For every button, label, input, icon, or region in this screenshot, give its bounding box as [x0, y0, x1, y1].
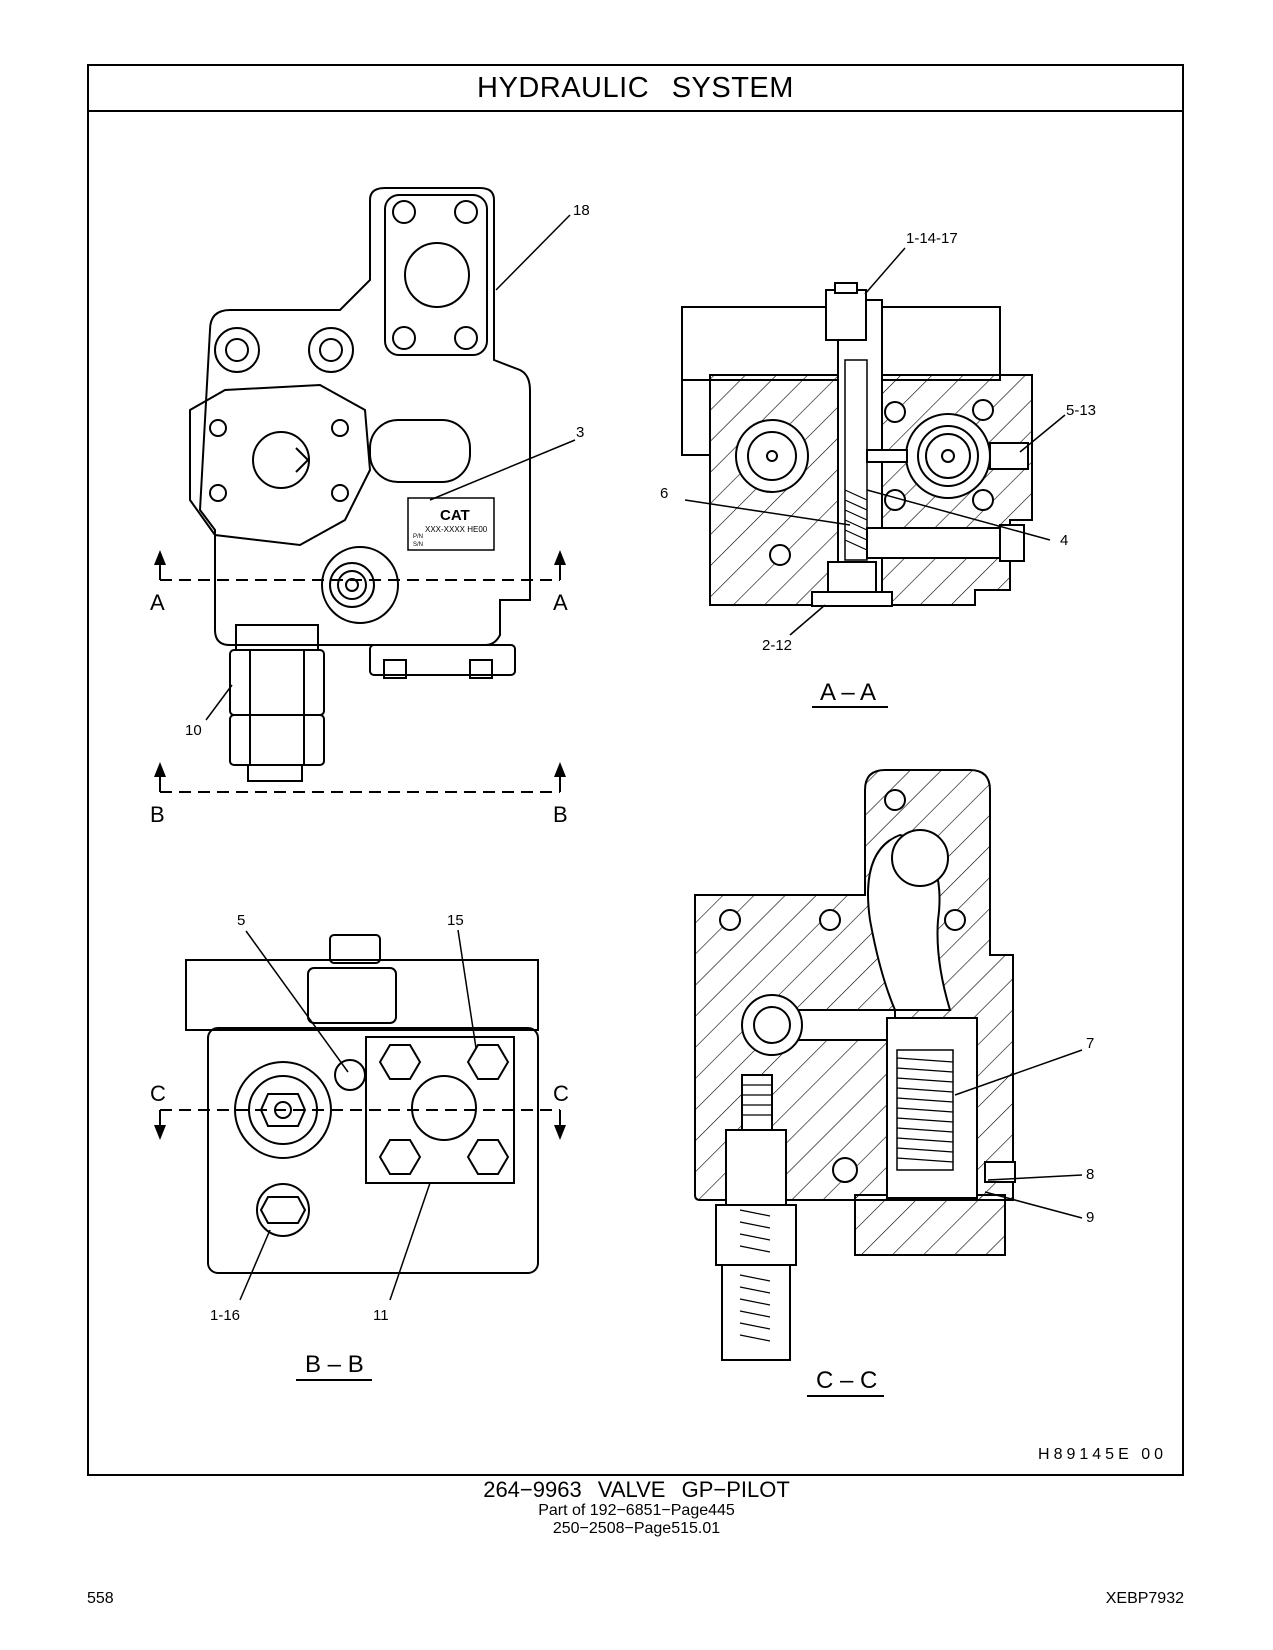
section-a-a-view: [681, 282, 1033, 607]
section-b-b-view: [185, 934, 539, 1274]
callout-9: 9: [1086, 1209, 1094, 1226]
callout-1-14-17: 1-14-17: [906, 230, 958, 247]
cutting-letter-c-left: C: [150, 1081, 166, 1106]
nameplate: CAT XXX-XXXX HE00 P/N S/N: [407, 497, 495, 551]
callout-4: 4: [1060, 532, 1068, 549]
cutting-letter-b-right: B: [553, 802, 568, 827]
caption-title: 264−9963 VALVE GP−PILOT: [483, 1477, 790, 1502]
top-flange: [384, 194, 488, 356]
section-c-c-view: [694, 769, 1016, 1361]
callout-18: 18: [573, 202, 590, 219]
callout-10: 10: [185, 722, 202, 739]
relief-cartridge: [229, 624, 325, 782]
callout-15: 15: [447, 912, 464, 929]
callout-8: 8: [1086, 1166, 1094, 1183]
section-title-a-a: A – A: [820, 679, 876, 706]
nameplate-brand: CAT: [440, 507, 470, 524]
caption: 264−9963 VALVE GP−PILOT Part of 192−6851…: [0, 1478, 1273, 1538]
page-title: HYDRAULIC SYSTEM: [477, 72, 794, 104]
cutting-letter-a-right: A: [553, 590, 568, 615]
drawing-code: H89145E 00: [1038, 1446, 1167, 1463]
cutting-letter-c-right: C: [553, 1081, 569, 1106]
caption-line-2: 250−2508−Page515.01: [552, 1520, 721, 1537]
document-code: XEBP7932: [1105, 1590, 1184, 1607]
page-number: 558: [87, 1590, 114, 1607]
nameplate-line1: XXX-XXXX HE00: [425, 525, 488, 534]
cutting-plane-c: C C: [150, 1081, 569, 1140]
cutting-letter-b-left: B: [150, 802, 165, 827]
callout-6: 6: [660, 485, 668, 502]
nameplate-sn: S/N: [413, 542, 423, 548]
caption-line-1: Part of 192−6851−Page445: [538, 1502, 735, 1519]
hex-flange: [189, 383, 372, 547]
callout-5: 5: [237, 912, 245, 929]
section-title-c-c: C – C: [816, 1367, 877, 1394]
callout-5-13: 5-13: [1066, 402, 1096, 419]
section-title-b-b: B – B: [305, 1351, 364, 1378]
front-view: CAT XXX-XXXX HE00 P/N S/N: [189, 187, 531, 782]
cutting-plane-a: A A: [150, 550, 568, 615]
nameplate-pn: P/N: [413, 534, 423, 540]
title-bar: HYDRAULIC SYSTEM: [89, 66, 1182, 112]
callout-7: 7: [1086, 1035, 1094, 1052]
callout-2-12: 2-12: [762, 637, 792, 654]
callout-1-16: 1-16: [210, 1307, 240, 1324]
drawing-frame: HYDRAULIC SYSTEM: [87, 64, 1184, 1476]
cutting-plane-b: B B: [150, 762, 568, 827]
callout-11: 11: [373, 1307, 389, 1324]
callout-3: 3: [576, 424, 584, 441]
cutting-letter-a-left: A: [150, 590, 165, 615]
